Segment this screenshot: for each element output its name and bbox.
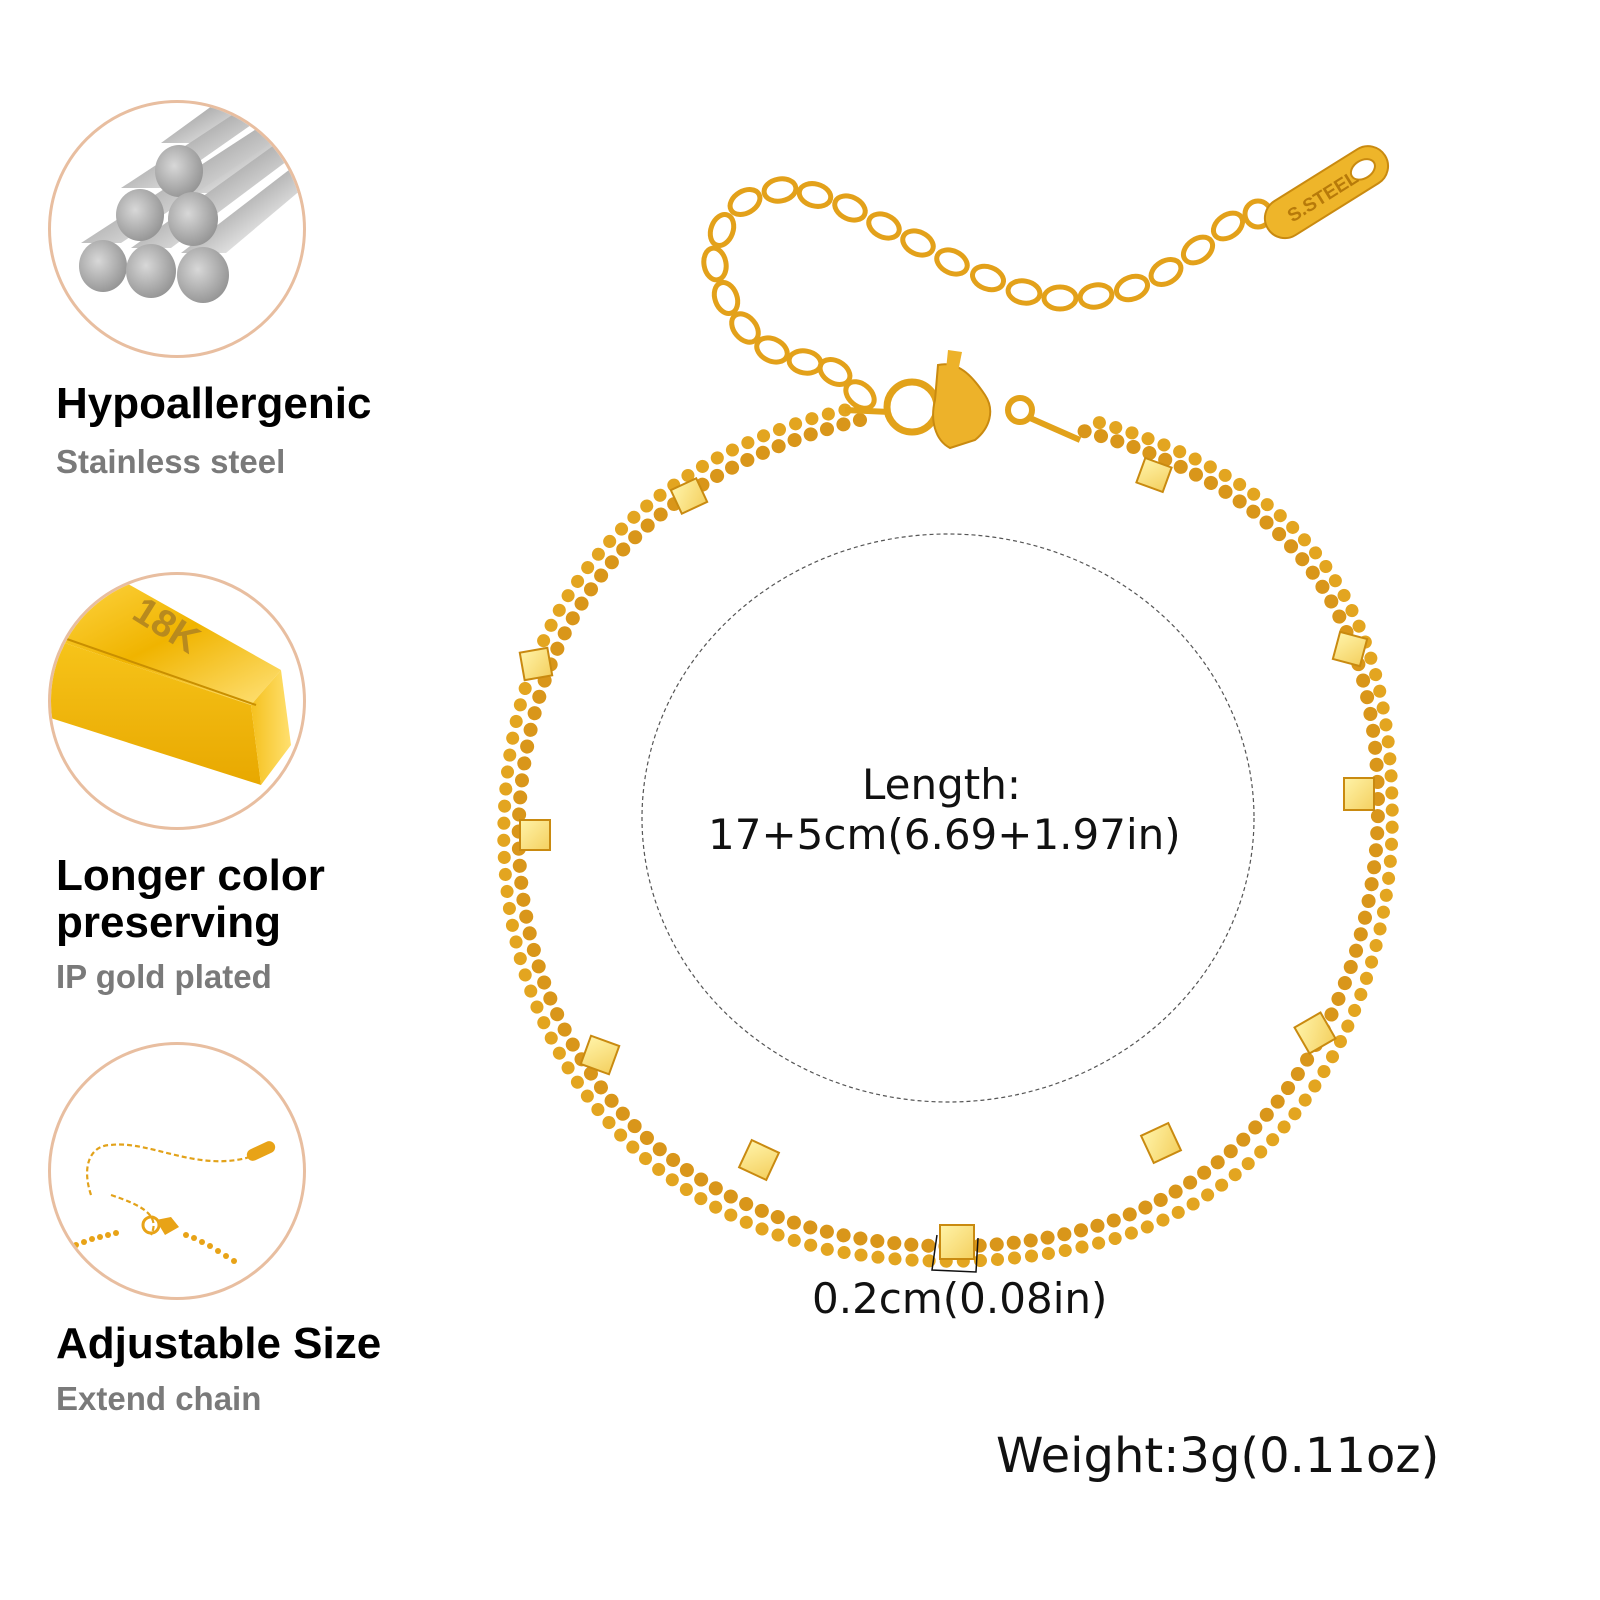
lobster-clasp [844,350,1082,450]
feature-title-longer-color: Longer color preserving [56,852,325,946]
bead-size-value: 0.2cm(0.08in) [812,1274,1108,1323]
feature-title-hypoallergenic: Hypoallergenic [56,379,372,428]
feature-subtitle-extend-chain: Extend chain [56,1380,262,1417]
length-measure-circle [641,533,1255,1103]
length-value: 17+5cm(6.69+1.97in) [708,810,1181,859]
weight-value: Weight:3g(0.11oz) [996,1428,1440,1484]
feature-title-line1: Longer color [56,851,325,900]
feature-subtitle-ip-gold: IP gold plated [56,958,272,995]
feature-title-line2: preserving [56,898,281,947]
extender-chain-icon [73,1141,276,1264]
steel-rods-image [48,100,306,358]
gold-bar-image: 18K [48,572,306,830]
extender-chain-image [48,1042,306,1300]
feature-title-adjustable-size: Adjustable Size [56,1319,382,1368]
gold-bar-icon: 18K [51,580,291,785]
steel-rods-icon [79,103,303,303]
steel-tag: S.STEEL [1263,145,1390,240]
feature-subtitle-stainless-steel: Stainless steel [56,443,286,480]
length-label: Length: [862,760,1022,809]
cube-station-beads [518,456,1375,1260]
extender-chain [701,176,1274,411]
bead-size-bracket [931,1234,979,1273]
